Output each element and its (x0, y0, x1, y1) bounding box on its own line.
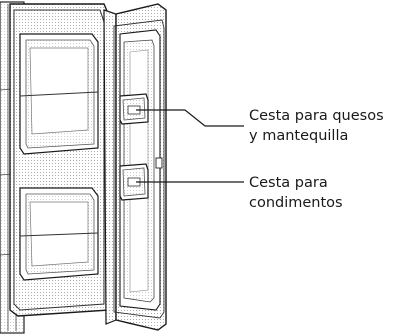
door-latch (156, 158, 162, 168)
cheese-butter-bin-label-line1: Cesta para quesos (249, 106, 384, 126)
cheese-butter-bin-label: Cesta para quesos y mantequilla (249, 106, 384, 146)
condiment-bin-label-line1: Cesta para (249, 173, 343, 193)
left-door-bins (10, 4, 110, 316)
cheese-butter-bin-label-line2: y mantequilla (249, 126, 384, 146)
condiment-bin-label-line2: condimentos (249, 193, 343, 213)
cheese-butter-bin (120, 94, 148, 124)
condiment-bin-label: Cesta para condimentos (249, 173, 343, 213)
